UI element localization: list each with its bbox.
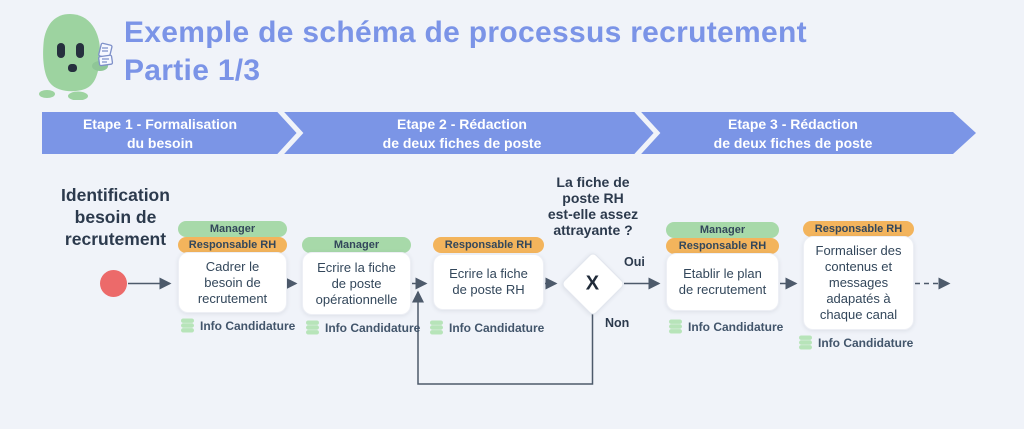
datastore-node5-label: Info Candidature: [818, 335, 914, 350]
decision-question-line2: poste RH: [562, 190, 624, 206]
database-icon: [181, 318, 194, 333]
step3-line2: de deux fiches de poste: [713, 135, 873, 151]
branch-label-non: Non: [605, 316, 630, 330]
datastore-node5: Info Candidature: [799, 335, 913, 350]
step3-line1: Etape 3 - Rédaction: [728, 116, 858, 132]
datastore-node4: Info Candidature: [669, 319, 783, 334]
datastore-node2: Info Candidature: [306, 320, 420, 335]
datastore-node1-label: Info Candidature: [200, 318, 296, 333]
tag-manager-node1: Manager: [178, 221, 287, 237]
datastore-node1: Info Candidature: [181, 318, 295, 333]
task-node4-label: Etablir le plan de recrutement: [678, 266, 767, 297]
page-title: Exemple de schéma de processus recruteme…: [124, 14, 984, 90]
page-title-line1: Exemple de schéma de processus recruteme…: [124, 16, 807, 49]
steps-banner: [42, 111, 976, 155]
task-node1-label: Cadrer le besoin de recrutement: [197, 258, 268, 306]
tag-responsable-rh-node1: Responsable RH: [178, 237, 287, 253]
step2-line1: Etape 2 - Rédaction: [397, 116, 527, 132]
branch-label-oui: Oui: [624, 255, 645, 269]
datastore-node3-label: Info Candidature: [449, 320, 545, 335]
task-node-plan-recrutement: Etablir le plan de recrutement: [666, 253, 779, 311]
decision-question-line4: attrayante ?: [553, 222, 633, 238]
tag-responsable-rh-node5: Responsable RH: [803, 221, 914, 237]
decision-question: La fiche de poste RH est-elle assez attr…: [527, 174, 659, 238]
datastore-node4-label: Info Candidature: [688, 319, 784, 334]
banner-step-3: Etape 3 - Rédaction de deux fiches de po…: [683, 115, 903, 153]
decision-question-line3: est-elle assez: [547, 206, 639, 222]
step1-line1: Etape 1 - Formalisation: [82, 116, 238, 132]
task-node-cadrer-besoin: Cadrer le besoin de recrutement: [178, 252, 287, 313]
step2-line2: de deux fiches de poste: [382, 135, 542, 151]
tag-manager-node4: Manager: [666, 222, 779, 238]
step1-line2: du besoin: [126, 135, 194, 151]
banner-step-2: Etape 2 - Rédaction de deux fiches de po…: [352, 115, 572, 153]
datastore-node2-label: Info Candidature: [325, 320, 421, 335]
decision-gateway: X: [560, 251, 626, 317]
task-node5-label: Formaliser des contenus et messages adap…: [815, 243, 902, 322]
tag-responsable-rh-node4: Responsable RH: [666, 238, 779, 254]
tag-manager-node2: Manager: [302, 237, 411, 253]
start-event-marker: [100, 270, 127, 297]
task-node2-label: Ecrire la fiche de poste opérationnelle: [315, 259, 398, 307]
ghost-mascot-icon: [39, 14, 114, 100]
task-node-fiche-rh: Ecrire la fiche de poste RH: [433, 254, 544, 310]
datastore-node3: Info Candidature: [430, 320, 544, 335]
tag-responsable-rh-node3: Responsable RH: [433, 237, 544, 253]
start-event-label: Identification besoin de recrutement: [61, 185, 170, 249]
database-icon: [799, 335, 812, 350]
task-node3-label: Ecrire la fiche de poste RH: [449, 266, 528, 297]
banner-step-1: Etape 1 - Formalisation du besoin: [52, 115, 268, 153]
decision-gateway-symbol: X: [586, 272, 600, 295]
page-title-line2: Partie 1/3: [124, 54, 261, 87]
task-node-formaliser-contenus: Formaliser des contenus et messages adap…: [803, 236, 914, 330]
database-icon: [306, 320, 319, 335]
database-icon: [430, 320, 443, 335]
database-icon: [669, 319, 682, 334]
task-node-fiche-operationnelle: Ecrire la fiche de poste opérationnelle: [302, 252, 411, 315]
decision-question-line1: La fiche de: [556, 174, 630, 190]
